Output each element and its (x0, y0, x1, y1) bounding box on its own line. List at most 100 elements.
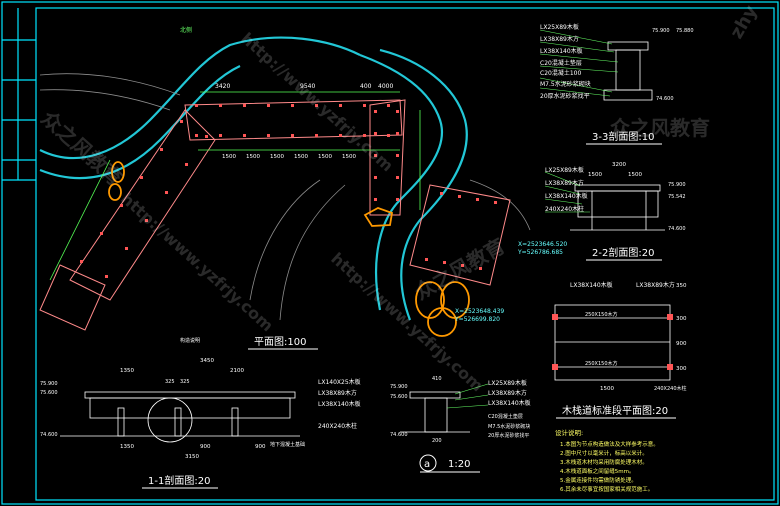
s33-label-7: 20厚水泥砂浆找平 (540, 92, 590, 100)
std-dim-top-2: 350 (676, 283, 687, 289)
standard-segment-plan: LX38X140木板 LX38X89木方 250X150木方 250X150木方… (552, 281, 687, 419)
s11-dim-bottom-4: 3150 (185, 454, 199, 460)
post-marker (243, 134, 246, 137)
s22-elev-3: 74.600 (668, 226, 686, 232)
s11-elev-1: 75.900 (40, 381, 58, 387)
s33-label-6: M7.5水泥砂浆砌块 (540, 80, 591, 88)
std-post-label: 240X240木柱 (654, 385, 687, 392)
s11-dim-bottom-1: 1350 (120, 444, 134, 450)
s11-label-2: LX38X89木方 (318, 389, 357, 397)
std-dim-right-2: 900 (676, 341, 687, 347)
post-marker (267, 134, 270, 137)
s11-dim-top-2: 1350 (120, 368, 134, 374)
std-label-1: LX38X140木板 (570, 281, 613, 289)
section-2-2: LX25X89木板 LX38X89木方 LX38X140木板 240X240木柱… (544, 162, 686, 261)
post-marker (363, 134, 366, 137)
post-marker (100, 232, 103, 235)
post-marker (195, 104, 198, 107)
plan-span-dim: 1500 (246, 154, 260, 160)
s22-label-2: LX38X89木方 (545, 179, 584, 187)
note-item: 1.本图为节点构造做法及大样参考示意。 (560, 440, 659, 448)
det-elev-1: 75.900 (390, 384, 408, 390)
post-marker (205, 135, 208, 138)
std-dim-right-3: 300 (676, 366, 687, 372)
std-label-4: 250X150木方 (585, 360, 618, 367)
post-marker (339, 104, 342, 107)
s33-label-4: C20混凝土垫层 (540, 59, 582, 67)
plan-dim-top-4: 4000 (378, 83, 393, 90)
s11-dim-top-4: 325 (165, 379, 175, 385)
s33-elev-2: 75.880 (676, 28, 694, 34)
s33-label-1: LX25X89木板 (540, 23, 579, 31)
s11-dim-top-1: 3450 (200, 358, 214, 364)
det-dim-1: 410 (432, 376, 442, 382)
post-marker (440, 192, 443, 195)
plan-coord-2b: Y=526699.820 (454, 316, 500, 323)
std-label-2: LX38X89木方 (636, 281, 675, 289)
s11-elev-3: 74.600 (40, 432, 58, 438)
std-dim-bottom: 1500 (600, 386, 614, 392)
post-marker (185, 163, 188, 166)
post-marker (339, 134, 342, 137)
plan-span-dim: 1500 (342, 154, 356, 160)
plan-coord-1: X=2523646.520 (518, 241, 567, 248)
s11-label-5: 地下混凝土基础 (270, 441, 305, 448)
s11-top-note: 构造说明 (180, 337, 200, 344)
note-item: 3.木栈道木材均采用防腐处理木材。 (560, 458, 648, 466)
post-marker (105, 275, 108, 278)
plan-span-dim: 1500 (294, 154, 308, 160)
post-marker (195, 134, 198, 137)
s22-dim-3: 1500 (628, 172, 642, 178)
det-dim-2: 200 (432, 438, 442, 444)
s22-elev-1: 75.900 (668, 182, 686, 188)
s22-title: 2-2剖面图:20 (592, 246, 654, 259)
north-label: 北侧 (180, 26, 192, 34)
section-3-3: LX25X89木板 LX38X89木方 LX38X140木板 C20混凝土垫层 … (539, 23, 694, 145)
detail-scale: 1:20 (448, 459, 470, 470)
post-marker (443, 261, 446, 264)
s22-label-4: 240X240木柱 (545, 205, 584, 213)
note-item: 2.图中尺寸以毫米计，标高以米计。 (560, 449, 648, 457)
post-marker (374, 176, 377, 179)
s11-label-4: 240X240木柱 (318, 422, 357, 430)
boardwalk-posts (80, 104, 497, 278)
post-marker (315, 134, 318, 137)
s33-label-5: C20混凝土100 (540, 69, 581, 77)
det-label-3: LX38X140木板 (488, 399, 531, 407)
s22-label-3: LX38X140木板 (545, 192, 588, 200)
s11-dim-bottom-3: 900 (255, 444, 266, 450)
plan-dim-top-3: 400 (360, 83, 372, 90)
detail-a: LX25X89木板 LX38X89木方 LX38X140木板 C20混凝土垫层 … (390, 376, 531, 473)
plan-dim-top-1: 3420 (215, 83, 230, 90)
post-marker (396, 176, 399, 179)
det-elev-2: 75.600 (390, 394, 408, 400)
note-item: 4.木栈道面板之间留缝5mm。 (560, 467, 634, 475)
post-marker (291, 104, 294, 107)
plan-span-dim: 1500 (222, 154, 236, 160)
watermark-url: http://www.yzfrjy.com (117, 189, 277, 336)
s22-dim-1: 3200 (612, 162, 626, 168)
post-marker (315, 104, 318, 107)
post-marker (396, 154, 399, 157)
section-1-1: 3450 1350 2100 325 325 LX140X25木板 LX38X8… (40, 337, 361, 489)
post-marker (458, 195, 461, 198)
s33-label-3: LX38X140木板 (540, 47, 583, 55)
plan-coord-1b: Y=526786.685 (517, 249, 563, 256)
design-notes: 设计说明: 1.本图为节点构造做法及大样参考示意。 2.图中尺寸以毫米计，标高以… (555, 428, 659, 493)
det-label-4: C20混凝土垫层 (488, 413, 523, 420)
post-marker (80, 260, 83, 263)
det-label-2: LX38X89木方 (488, 389, 527, 397)
post-marker (374, 132, 377, 135)
plan-dim-top-2: 9540 (300, 83, 315, 90)
post-marker (374, 154, 377, 157)
post-marker (396, 132, 399, 135)
std-title: 木栈道标准段平面图:20 (562, 404, 668, 417)
post-marker (387, 104, 390, 107)
plan-span-dims: 1500 1500 1500 1500 1500 1500 (222, 154, 356, 160)
s22-dim-2: 1500 (588, 172, 602, 178)
post-marker (160, 148, 163, 151)
boardwalk-plan (39, 99, 511, 331)
post-marker (374, 110, 377, 113)
